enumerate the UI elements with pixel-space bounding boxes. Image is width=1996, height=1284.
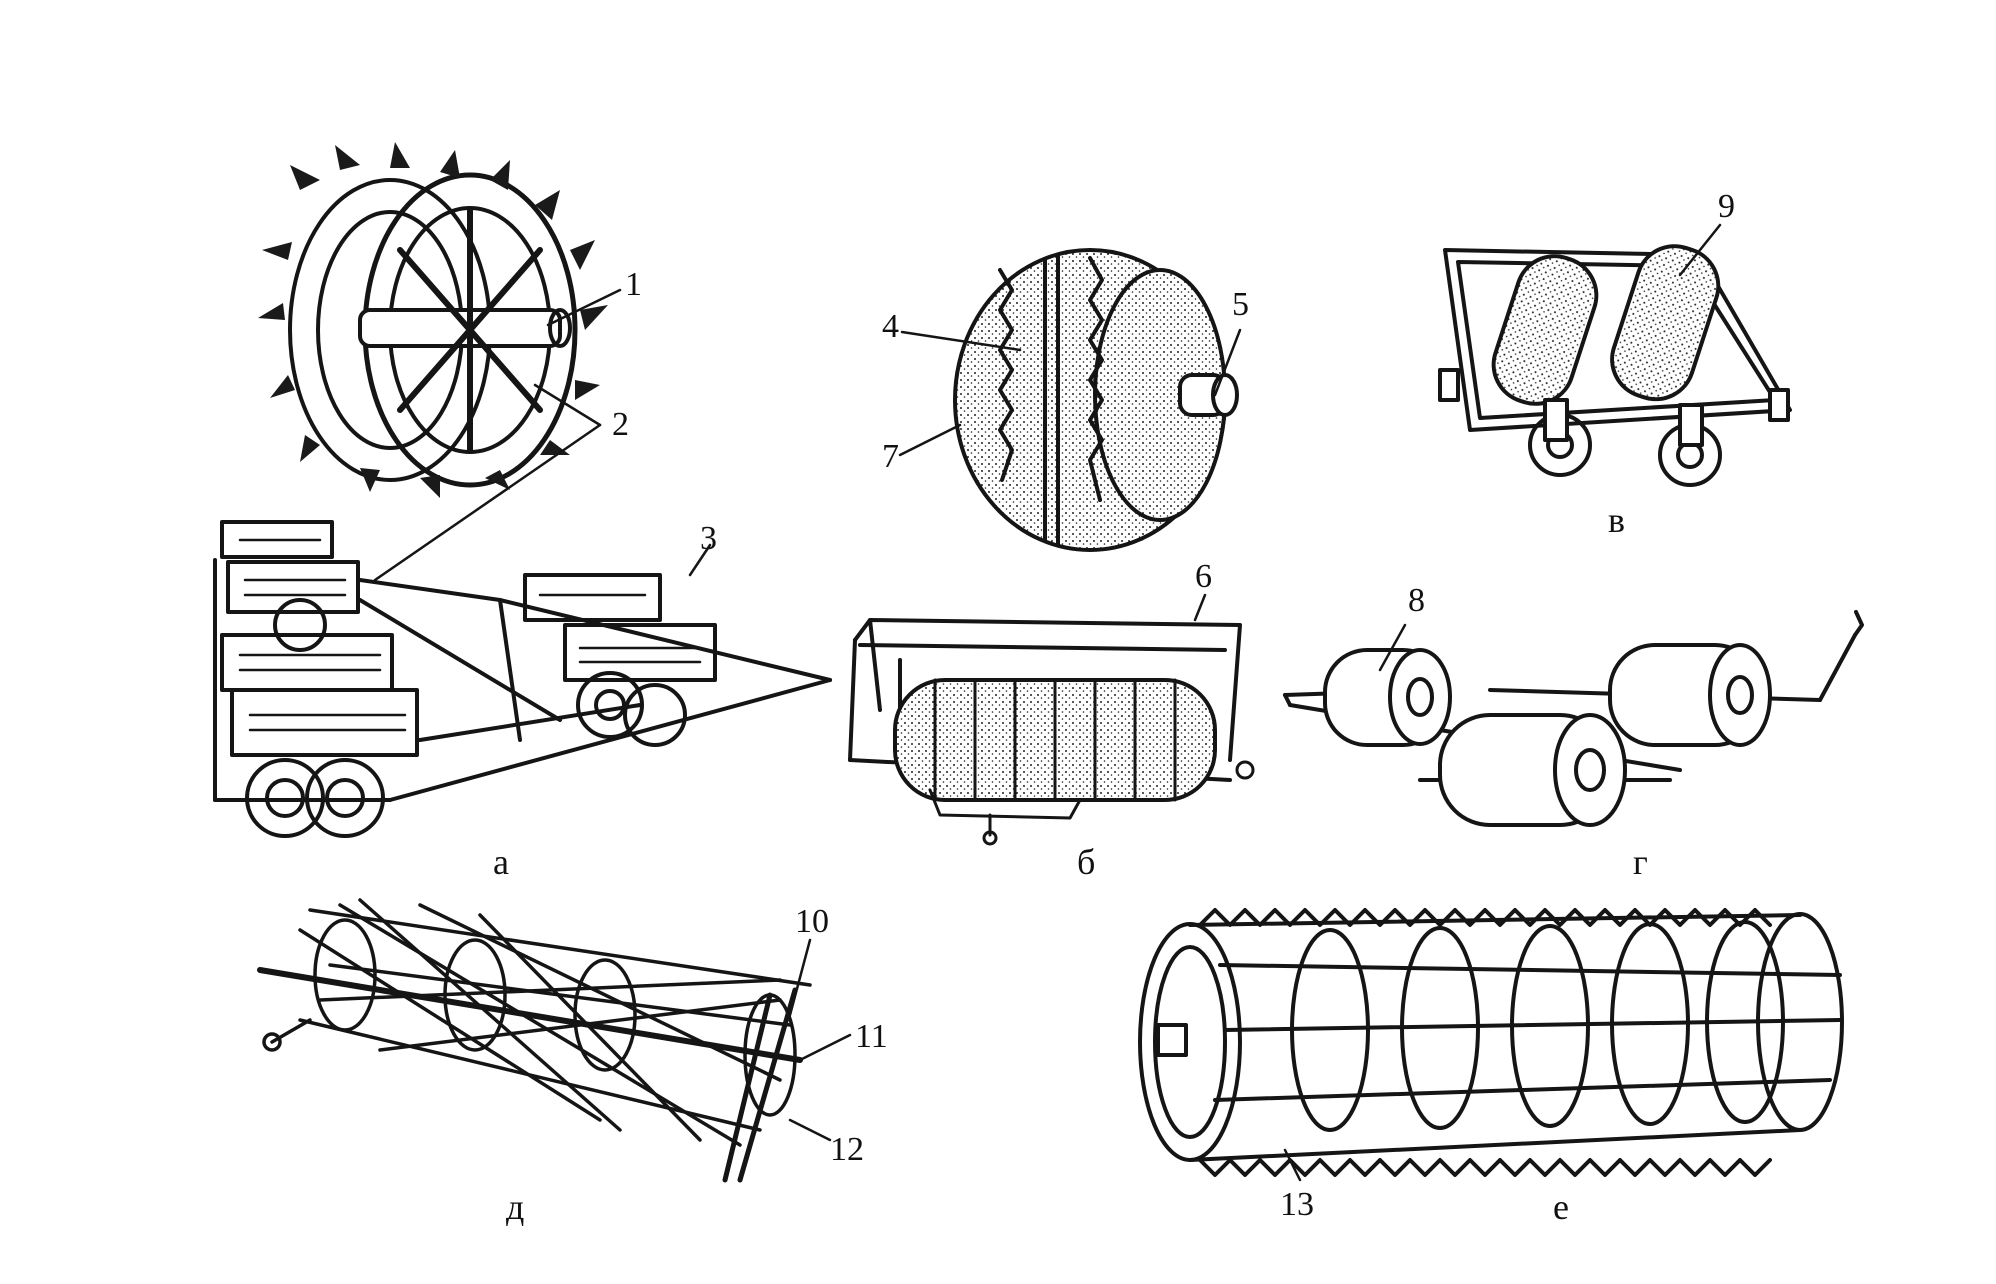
- callout-1: 1: [625, 266, 642, 303]
- callout-11: 11: [855, 1018, 888, 1055]
- cage-roller: [257, 898, 812, 1183]
- callout-3: 3: [700, 520, 717, 557]
- caption-d: д: [506, 1187, 525, 1227]
- smooth-roller-frame: [1283, 610, 1864, 827]
- ring-roller-frame: [848, 618, 1255, 846]
- spiked-wheel-assembly: [258, 142, 608, 498]
- caption-v: в: [1608, 500, 1625, 540]
- callout-9: 9: [1718, 188, 1735, 225]
- callout-2: 2: [612, 406, 629, 443]
- callout-13: 13: [1280, 1186, 1314, 1223]
- callout-7: 7: [882, 438, 899, 475]
- caption-b: б: [1077, 842, 1096, 882]
- leader-lines: [373, 223, 1722, 1182]
- toothed-cage-roller: [1138, 908, 1844, 1177]
- caption-g: г: [1633, 842, 1648, 882]
- ring-roller-detail: [953, 248, 1239, 552]
- callout-10: 10: [795, 903, 829, 940]
- callout-5: 5: [1232, 286, 1249, 323]
- caption-e: е: [1553, 1187, 1569, 1227]
- caption-a: а: [493, 842, 509, 882]
- callout-8: 8: [1408, 582, 1425, 619]
- callout-12: 12: [830, 1131, 864, 1168]
- seeder-frame: [213, 520, 832, 838]
- callout-6: 6: [1195, 558, 1212, 595]
- spiked-roller-frame: [1438, 244, 1792, 487]
- callout-4: 4: [882, 308, 899, 345]
